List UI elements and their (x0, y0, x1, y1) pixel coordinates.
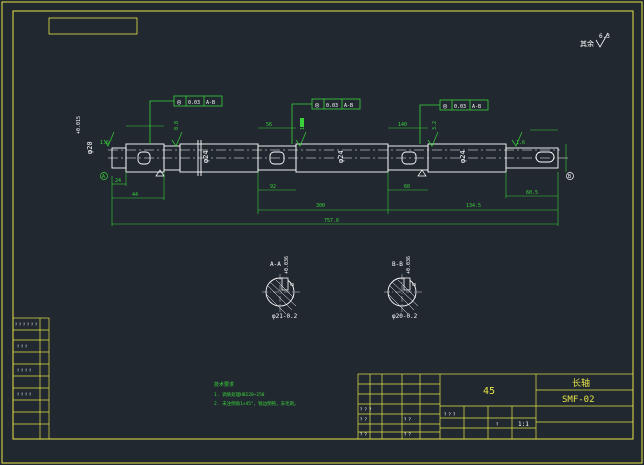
tolerance-frame-right: ◎ 0.03 A-B (419, 99, 489, 144)
part-name: 长轴 (572, 377, 590, 389)
left-fit-label: +0.015 (76, 116, 82, 134)
section-a-dim: φ21-0.2 (272, 313, 298, 320)
left-dia-label: φ20 (86, 141, 94, 154)
roughness-label: 其余 (580, 39, 594, 48)
tb-small-d: ？？？ (444, 412, 458, 418)
shaft-outline (108, 140, 570, 176)
section-b-hole: 8 (412, 283, 418, 286)
title-block (357, 373, 634, 440)
section-b-depth: +0.036 (406, 256, 412, 274)
dimension-lines (111, 125, 567, 226)
section-a: A-A φ21-0.2 +0.036 8 (262, 256, 300, 320)
inner-frame (12, 10, 634, 440)
tb-small-g: ？？ (404, 432, 413, 438)
dim-92: 92 (270, 184, 276, 190)
section-a-depth: +0.036 (284, 256, 290, 274)
rough-b: 1.6 (300, 121, 306, 130)
roughness-value: 6.3 (599, 33, 610, 40)
tolerance-middle-value: 0.03 (326, 103, 338, 109)
tb-small-e: ？ (496, 422, 501, 428)
section-b-label: B-B (392, 261, 403, 268)
dim-140: 140 (398, 122, 407, 128)
drawing-number: SMF-02 (562, 395, 595, 405)
side-r1: ？？？？？？ (15, 322, 39, 327)
section-b-dim: φ20-0.2 (392, 313, 418, 320)
datum-b: B (417, 169, 574, 180)
tb-small-f: ？？ (360, 432, 369, 438)
svg-text:◎: ◎ (315, 101, 320, 109)
side-r4: ？？？？ (17, 392, 33, 397)
dim-total: 757.6 (324, 218, 339, 224)
rough-d: 1.6 (516, 140, 525, 146)
side-table (12, 317, 50, 440)
svg-text:B: B (568, 174, 571, 180)
rough-e: 1.6 (100, 140, 109, 146)
notes-title: 技术要求 (214, 381, 234, 388)
roughness-symbol: 其余 6.3 (580, 32, 610, 48)
material: 45 (483, 386, 495, 397)
side-r3: ？？？？ (17, 368, 33, 373)
side-r2: ？？？ (17, 344, 29, 349)
svg-text:A: A (102, 174, 105, 180)
tb-small-a: ？？？ (360, 407, 374, 413)
dim-134: 134.5 (466, 203, 481, 209)
tolerance-right-value: 0.03 (454, 104, 466, 110)
dia-label-b: φ24 (337, 150, 345, 163)
section-a-hole: 8 (290, 283, 296, 286)
tolerance-right-datum: A-B (472, 104, 481, 110)
tolerance-left-datum: A-B (206, 100, 215, 106)
rough-a: 0.8 (174, 121, 180, 130)
section-a-label: A-A (270, 261, 281, 268)
svg-text:◎: ◎ (443, 102, 448, 110)
scale: 1:1 (518, 421, 529, 428)
tolerance-frame-middle: ◎ 0.03 A-B (291, 98, 361, 144)
rough-c: 3.2 (432, 121, 438, 130)
section-b: B-B φ20-0.2 +0.036 8 (384, 256, 422, 320)
dim-60: 60 (404, 184, 410, 190)
notes-line-2: 2. 未注倒角1×45°，锐边倒钝，去毛刺。 (214, 400, 299, 407)
dim-44: 44 (132, 192, 138, 198)
dim-300: 300 (316, 203, 325, 209)
dim-24: 24 (115, 178, 121, 184)
tb-small-c: ？？ (404, 417, 413, 423)
dia-label-a: φ24 (202, 150, 210, 163)
dim-60b: 60.5 (526, 190, 538, 196)
dim-56: 56 (266, 122, 272, 128)
notes-line-1: 1. 调质处理HB220~250 (214, 391, 265, 398)
datum-a: A (100, 169, 165, 180)
tb-small-b: ？？ (360, 417, 369, 423)
top-left-box (48, 17, 138, 35)
tolerance-middle-datum: A-B (344, 103, 353, 109)
dia-label-c: φ24 (459, 150, 467, 163)
svg-text:◎: ◎ (177, 98, 182, 106)
tolerance-left-value: 0.03 (188, 100, 200, 106)
tolerance-frame-left: ◎ 0.03 A-B (149, 95, 223, 144)
rough-callouts (103, 131, 523, 147)
